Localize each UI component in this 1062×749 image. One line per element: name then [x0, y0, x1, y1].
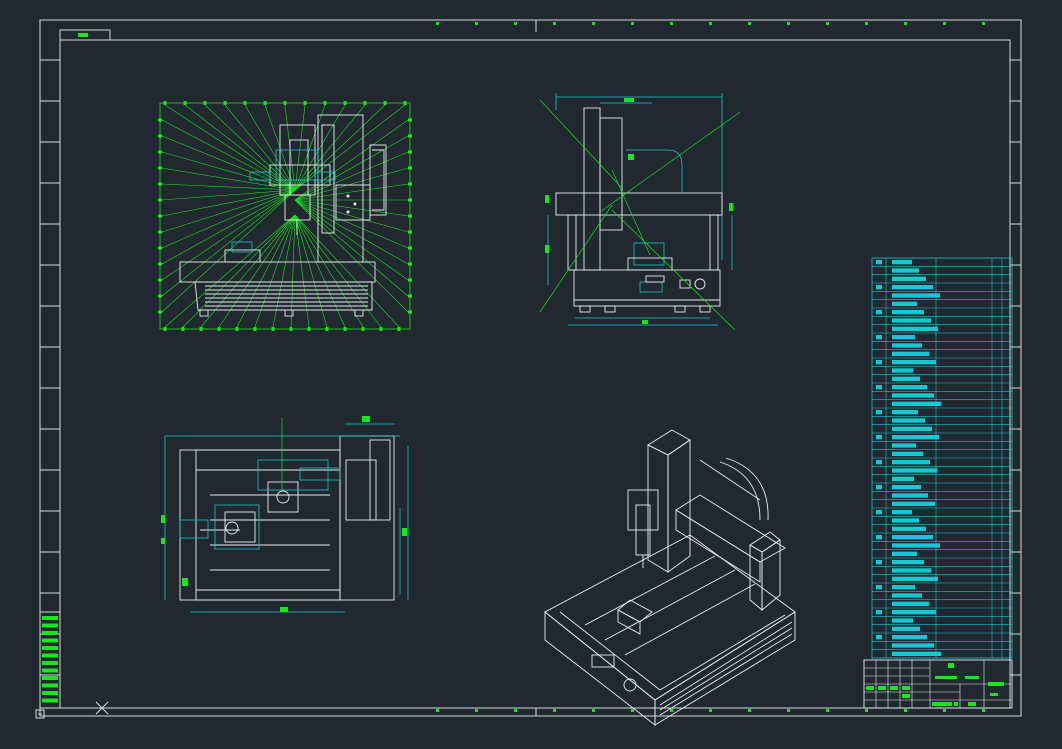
title-block[interactable]	[863, 659, 1013, 709]
ucs-icon	[95, 701, 109, 715]
isometric-view[interactable]	[544, 429, 796, 726]
origin-marker-icon	[35, 709, 45, 719]
top-view[interactable]	[161, 416, 409, 613]
bom-table[interactable]	[871, 257, 1013, 659]
front-view[interactable]	[158, 101, 412, 331]
side-view[interactable]	[539, 93, 741, 331]
revision-strip	[39, 611, 61, 709]
drawing-number-box	[59, 29, 111, 41]
sheet-border	[39, 19, 1022, 717]
